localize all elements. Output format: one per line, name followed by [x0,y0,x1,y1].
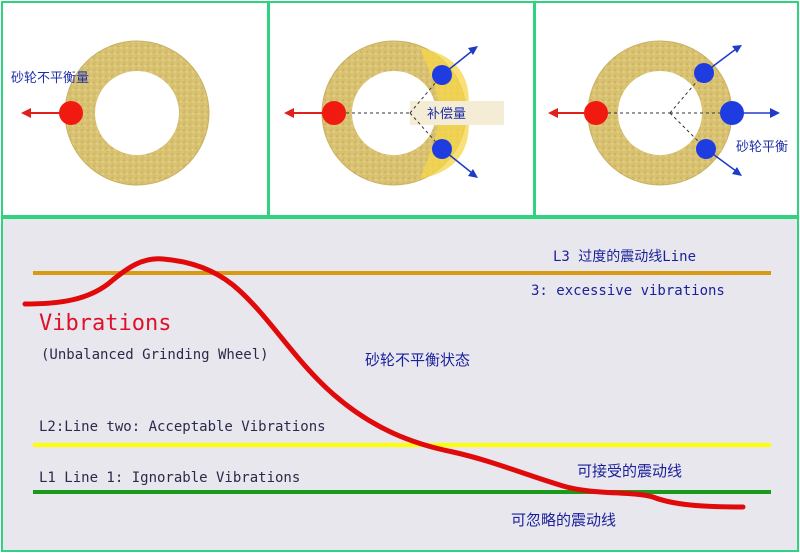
l1-label: L1 Line 1: Ignorable Vibrations [39,470,301,486]
label-compensation: 补偿量 [427,107,467,122]
label-unbalance: 砂轮不平衡量 [11,71,90,86]
balance-mass [432,65,452,85]
balance-arrow-head [732,167,742,176]
dashed-line [409,74,443,114]
ignorable-label: 可忽略的震动线 [511,511,617,529]
wheel-diagram-unbalanced [21,40,210,186]
compensation-arrow-head [468,46,478,55]
unbalanced-state-label: 砂轮不平衡状态 [365,351,471,369]
l3-sublabel: 3: excessive vibrations [531,283,725,299]
acceptable-label: 可接受的震动线 [577,462,683,480]
wheel-bore [618,71,702,155]
curve-title: Vibrations [39,311,172,336]
vibration-lines [22,256,771,510]
panel-unbalanced-wheel: 砂轮不平衡量 [1,1,269,217]
vibration-curve [22,256,746,510]
balance-mass [694,63,714,83]
balance-mass [432,139,452,159]
l2-label: L2:Line two: Acceptable Vibrations [39,419,326,435]
label-balanced: 砂轮平衡 [736,140,789,155]
panel-compensation: 补偿量 [268,1,535,217]
force-arrow-head [284,108,294,118]
vibration-diagram: L3 过度的震动线Line 3: excessive vibrations Vi… [1,217,799,552]
unbalance-mass [59,101,83,125]
unbalance-mass [322,101,346,125]
balance-arrow-head [732,45,742,53]
dashed-line [409,112,443,150]
balance-arrow-head [770,108,780,118]
force-arrow-head [21,108,31,118]
balance-mass [696,139,716,159]
wheel-diagram-balanced [548,40,780,186]
compensation-arrow-head [468,169,478,178]
wheel-diagram-compensation [284,40,504,186]
force-arrow-head [548,108,558,118]
curve-subtitle: (Unbalanced Grinding Wheel) [41,347,269,363]
wheel-bore [95,71,179,155]
compensation-label-bg [410,101,504,125]
panel-balanced-wheel: 砂轮平衡 [534,1,799,217]
balance-mass [720,101,744,125]
l3-label: L3 过度的震动线Line [553,249,697,265]
unbalance-mass [584,101,608,125]
